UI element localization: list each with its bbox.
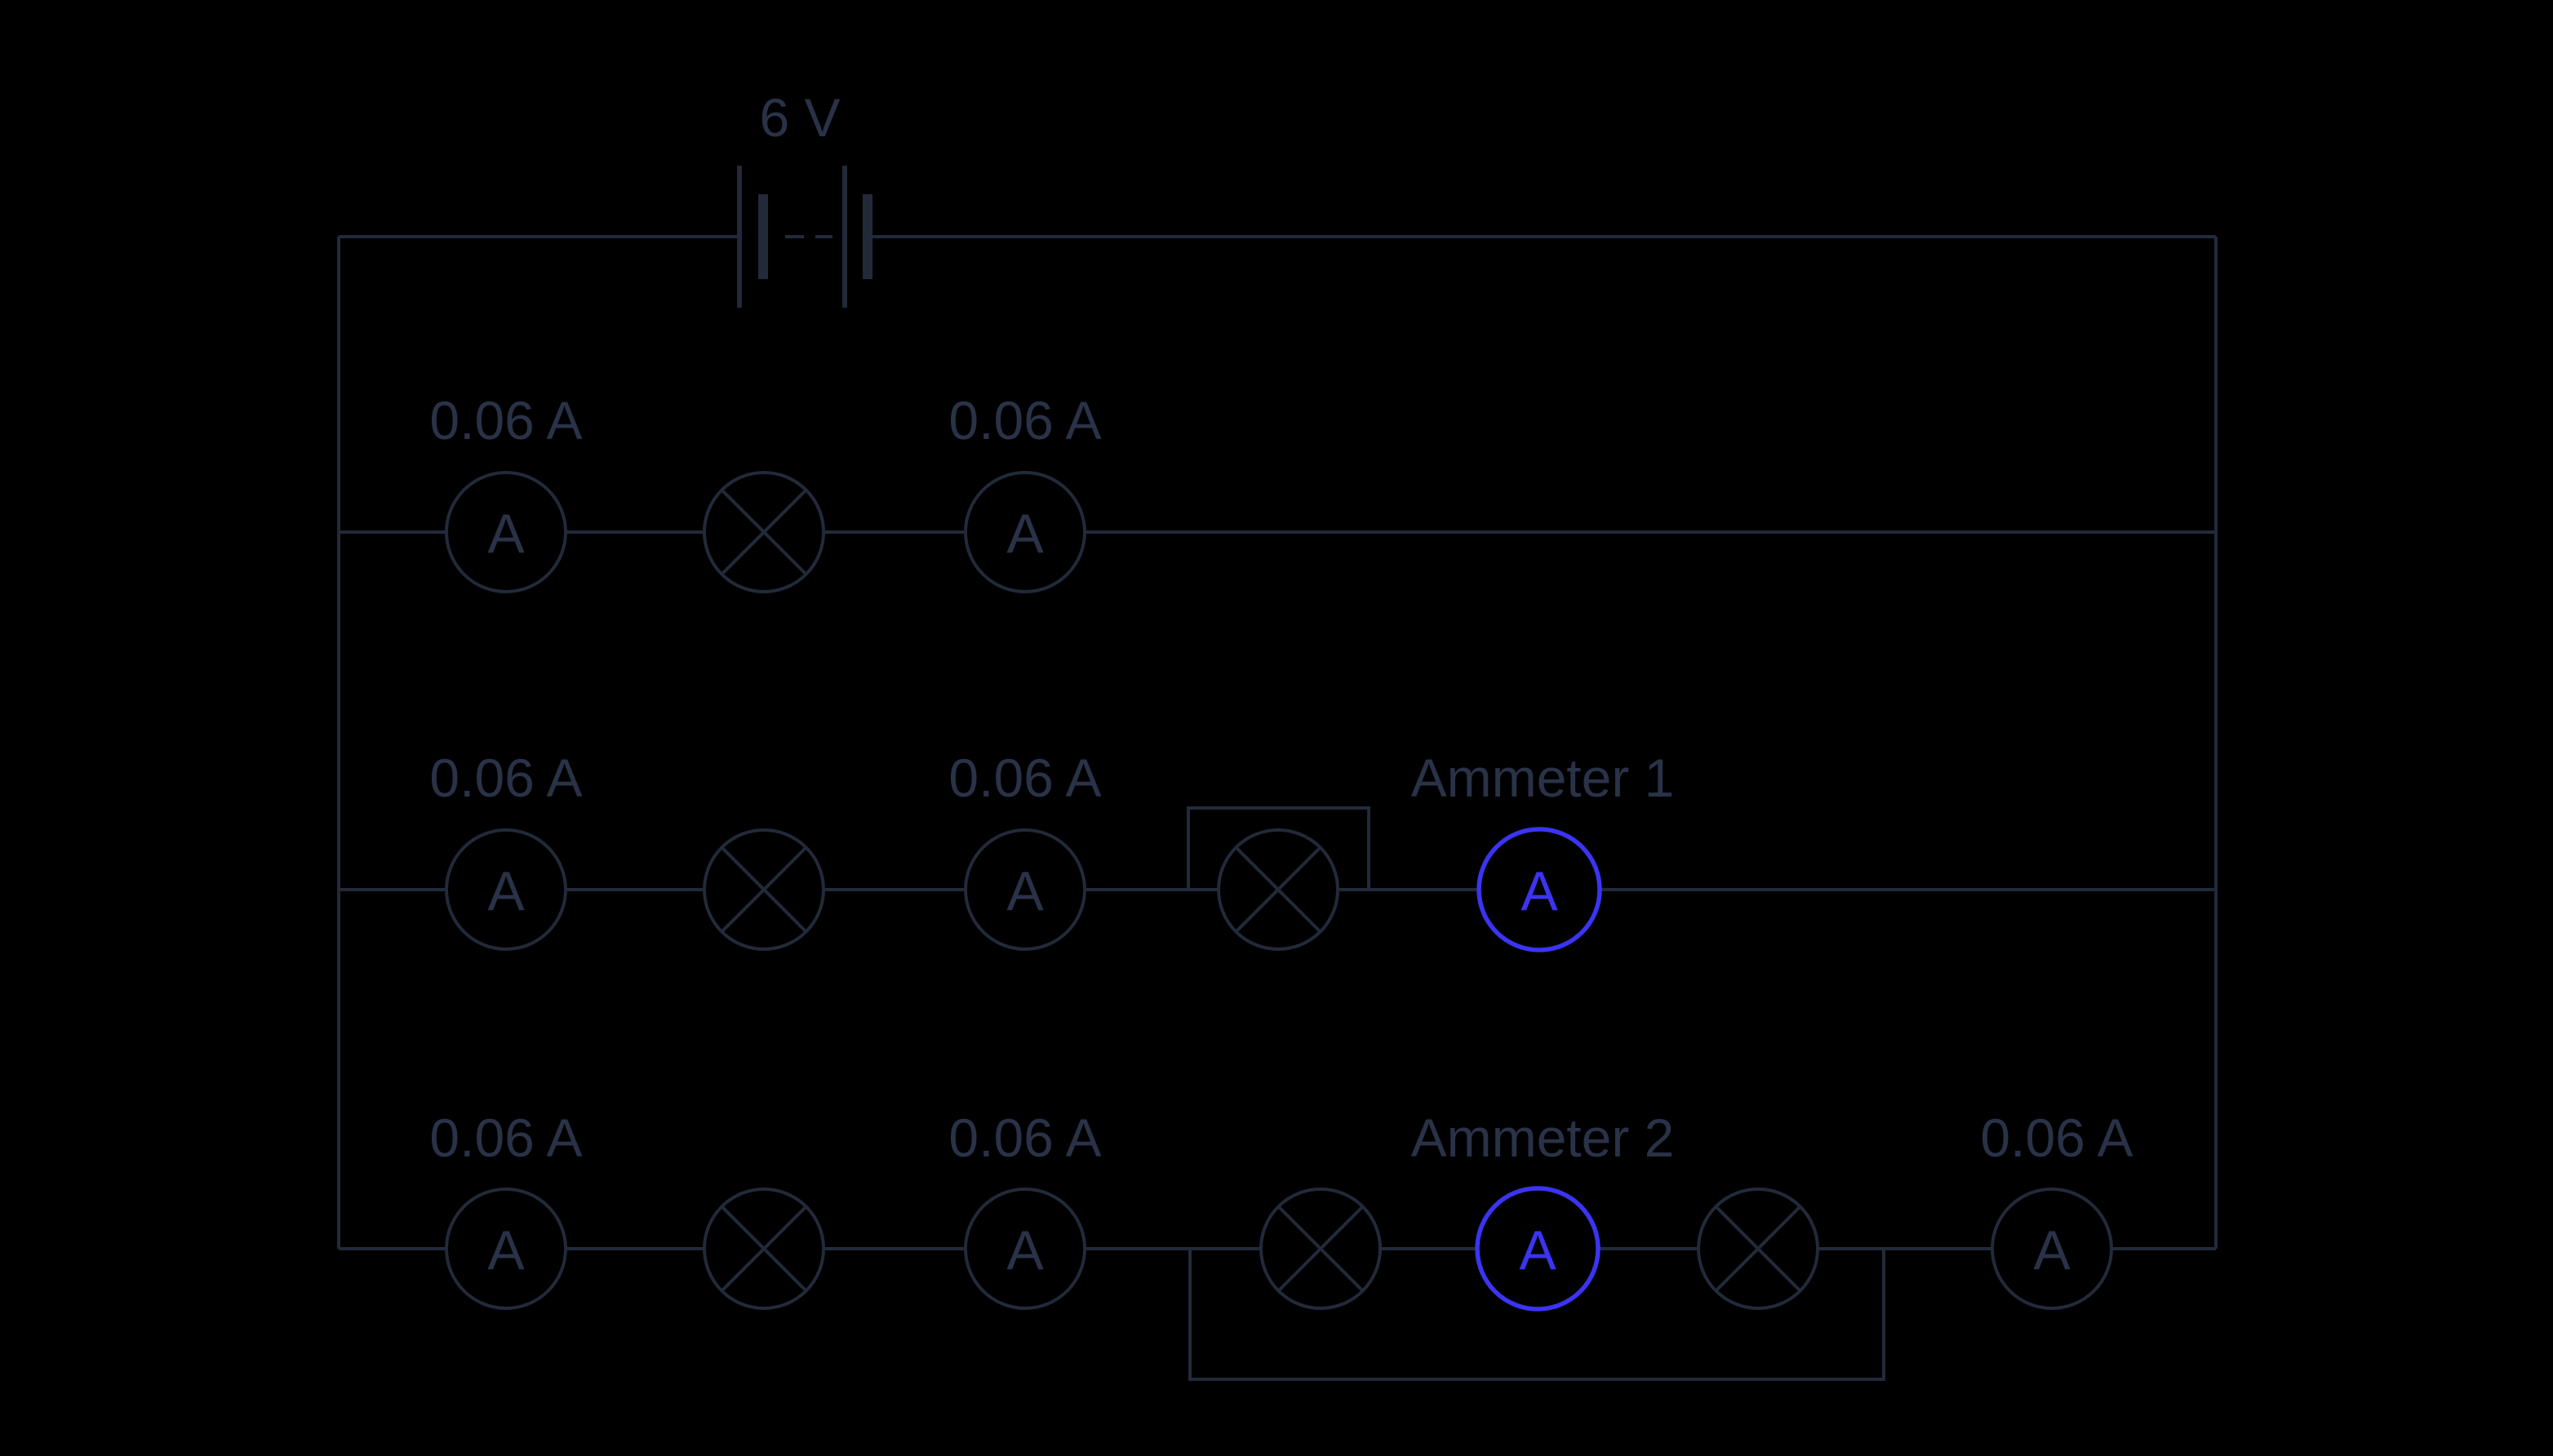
ammeter-1: A [1476, 827, 1602, 952]
branch3-ammeter-left: A [445, 1187, 567, 1310]
ammeter-letter: A [1006, 1219, 1044, 1281]
branch2: A A A 0.06 A 0.06 A Ammeter 1 [429, 748, 1675, 952]
branch2-ammeter-mid: A [964, 828, 1086, 951]
branch2-reading-right: 0.06 A [948, 748, 1101, 808]
ammeter-1-label: Ammeter 1 [1411, 748, 1675, 808]
ammeter-letter: A [487, 503, 525, 565]
branch3-reading-left: 0.06 A [429, 1108, 582, 1168]
branch2-lamp-left [703, 828, 825, 951]
branch3-lamp-right [1697, 1187, 1819, 1310]
branch3-bypass-wire [1188, 1249, 1885, 1381]
ammeter-letter: A [487, 1219, 525, 1281]
battery-voltage-label: 6 V [759, 87, 840, 148]
ammeter-letter: A [1006, 503, 1044, 565]
ammeter-letter: A [1519, 1219, 1556, 1281]
ammeter-2: A [1475, 1186, 1601, 1312]
branch1-ammeter-right: A [964, 471, 1086, 593]
branch2-lamp-shorted [1217, 828, 1339, 951]
branch1-lamp [703, 471, 825, 593]
branch2-reading-left: 0.06 A [429, 748, 582, 808]
branch3-lamp-left [703, 1187, 825, 1310]
branch3-reading-mid: 0.06 A [948, 1108, 1101, 1168]
branch3-ammeter-right: A [1991, 1187, 2113, 1310]
branch3: A A A A 0.06 A 0.06 A [429, 1108, 2133, 1312]
branch1-ammeter-left: A [445, 471, 567, 593]
branch3-lamp-mid [1259, 1187, 1382, 1310]
ammeter-2-label: Ammeter 2 [1411, 1108, 1675, 1168]
ammeter-letter: A [2033, 1219, 2071, 1281]
ammeter-letter: A [1521, 860, 1558, 922]
branch2-ammeter-left: A [445, 828, 567, 951]
branch3-reading-right: 0.06 A [1980, 1108, 2133, 1168]
branch1-reading-right: 0.06 A [948, 390, 1101, 451]
battery-symbol: 6 V [737, 87, 872, 308]
ammeter-letter: A [1006, 860, 1044, 922]
ammeter-letter: A [487, 860, 525, 922]
branch2-lamp-bypass-wire [1187, 806, 1370, 890]
branch3-ammeter-mid: A [964, 1187, 1086, 1310]
branch1-reading-left: 0.06 A [429, 390, 582, 451]
branch1: A A 0.06 A 0.06 A [429, 390, 1102, 593]
